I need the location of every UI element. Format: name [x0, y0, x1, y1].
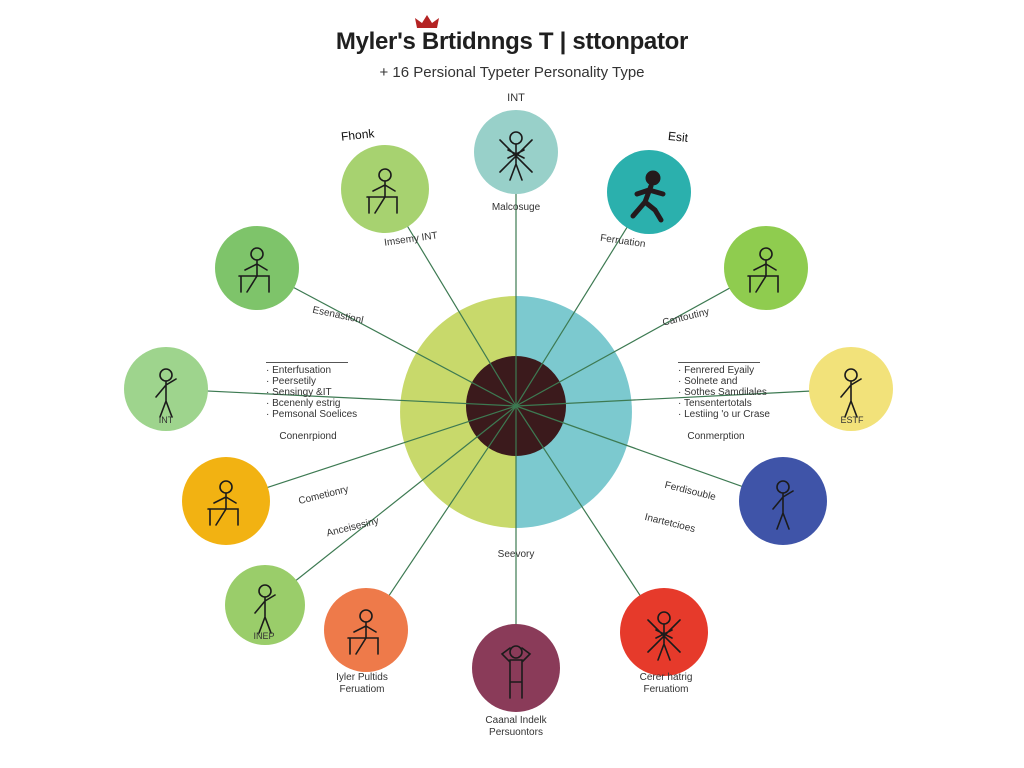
type-node — [341, 145, 429, 233]
list-item: · Tensentertotals — [678, 398, 752, 409]
left-list-rule — [266, 362, 348, 363]
type-node — [739, 457, 827, 545]
type-node — [124, 347, 208, 431]
type-node — [724, 226, 808, 310]
person-running-icon — [630, 170, 666, 223]
connector-line — [365, 405, 517, 631]
type-nodes — [124, 110, 893, 712]
person-standing-icon — [254, 584, 276, 634]
right-node-caption: ESTF — [840, 415, 864, 425]
left-node-caption: INT — [158, 415, 174, 425]
hub-left-half — [400, 296, 516, 528]
person-standing-icon — [772, 480, 794, 530]
list-item: · Lestiing 'o ur Crase — [678, 409, 770, 420]
right-trait-list: · Fenrered Eyaily · Solnete and · Sothes… — [678, 362, 770, 420]
connector-line — [515, 267, 767, 407]
person-hands-on-head-icon — [500, 645, 532, 699]
person-arms-crossed-icon — [647, 611, 681, 661]
connector-line — [256, 267, 517, 407]
right-list-rule — [678, 362, 760, 363]
list-item: · Bcenenly estrig — [266, 398, 341, 409]
type-node — [324, 588, 408, 672]
person-sitting-icon — [207, 480, 239, 526]
list-item: · Sothes Samdilales — [678, 387, 767, 398]
type-node — [607, 150, 691, 234]
crown-icon — [415, 15, 439, 28]
list-item: · Sensingy &IT — [266, 387, 332, 398]
hub — [400, 296, 632, 528]
center-bottom-label: Seevory — [497, 549, 535, 560]
type-node — [215, 226, 299, 310]
left-trait-list: · Enterfusation · Peersetily · Sensingy … — [266, 362, 357, 420]
list-item: · Peersetily — [266, 376, 317, 387]
person-sitting-icon — [238, 247, 270, 293]
hub-right-half — [516, 296, 632, 528]
list-item: · Fenrered Eyaily — [678, 365, 755, 376]
type-node-circle — [472, 624, 560, 712]
person-sitting-icon — [366, 168, 398, 214]
list-item: · Pemsonal Soelices — [266, 409, 358, 420]
connector-line — [515, 405, 665, 633]
person-sitting-icon — [347, 609, 379, 655]
person-arms-crossed-icon — [499, 131, 533, 181]
connector-line — [515, 388, 852, 407]
type-node — [472, 624, 560, 712]
type-node — [474, 110, 558, 194]
type-node — [182, 457, 270, 545]
connector-line — [515, 405, 784, 502]
list-item: · Enterfusation — [266, 365, 332, 376]
list-item: · Solnete and — [678, 376, 738, 387]
upper-right-title: Esit — [667, 128, 689, 146]
header: Myler's Brtidnngs T | sttonpator + 16 Pe… — [0, 0, 1024, 90]
left-mid-label: Conenrpiond — [279, 431, 337, 442]
connector-line — [225, 405, 517, 502]
person-sitting-icon — [747, 247, 779, 293]
type-node — [225, 565, 305, 645]
person-standing-icon — [840, 368, 862, 418]
right-mid-label: Conmerption — [687, 431, 745, 442]
top-node-caption: Malcosuge — [491, 202, 541, 213]
top-type-label: INT — [507, 92, 525, 104]
type-node — [809, 347, 893, 431]
type-node — [620, 588, 708, 676]
page-title: Myler's Brtidnngs T | sttonpator — [335, 28, 689, 55]
connector-line — [165, 388, 517, 407]
page-subtitle: + 16 Persional Typeter Personality Type — [379, 64, 645, 81]
bottom-left-small-caption: INEP — [253, 631, 275, 641]
connector-line — [264, 405, 517, 606]
person-standing-icon — [155, 368, 177, 418]
